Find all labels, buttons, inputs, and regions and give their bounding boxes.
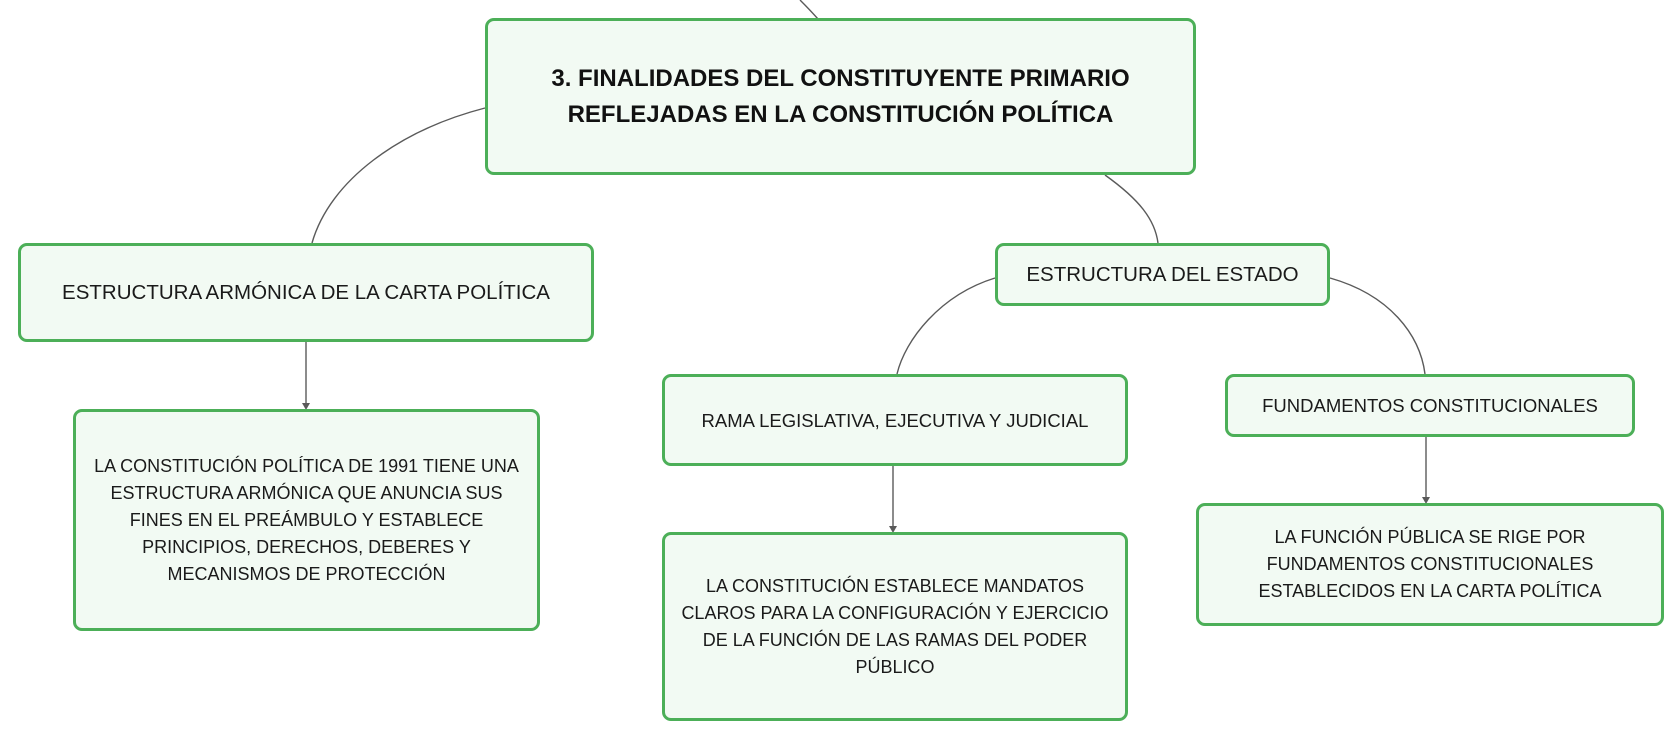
connector-parent-to-root <box>799 0 819 20</box>
topic-estructura-estado[interactable]: ESTRUCTURA DEL ESTADO <box>995 243 1330 306</box>
arrowhead-fundamentos-leaf <box>1422 497 1430 504</box>
arrowhead-ramas-leaf <box>889 526 897 533</box>
topic-estructura-armonica-label: ESTRUCTURA ARMÓNICA DE LA CARTA POLÍTICA <box>62 281 550 304</box>
leaf-constitucion-1991-text: LA CONSTITUCIÓN POLÍTICA DE 1991 TIENE U… <box>94 455 519 584</box>
topic-fundamentos-constitucionales[interactable]: FUNDAMENTOS CONSTITUCIONALES <box>1225 374 1635 437</box>
leaf-mandatos-ramas-text: LA CONSTITUCIÓN ESTABLECE MANDATOS CLARO… <box>681 575 1109 677</box>
root-topic-node[interactable]: 3. FINALIDADES DEL CONSTITUYENTE PRIMARI… <box>485 18 1196 175</box>
connector-estado-to-fundamentos <box>1329 277 1426 375</box>
leaf-mandatos-ramas[interactable]: LA CONSTITUCIÓN ESTABLECE MANDATOS CLARO… <box>662 532 1128 721</box>
topic-estructura-armonica[interactable]: ESTRUCTURA ARMÓNICA DE LA CARTA POLÍTICA <box>18 243 594 342</box>
topic-estructura-estado-label: ESTRUCTURA DEL ESTADO <box>1026 263 1299 286</box>
root-topic-label: 3. FINALIDADES DEL CONSTITUYENTE PRIMARI… <box>551 64 1130 128</box>
topic-ramas-poder-label: RAMA LEGISLATIVA, EJECUTIVA Y JUDICIAL <box>701 409 1089 431</box>
connector-estado-to-ramas <box>896 277 996 375</box>
connector-root-to-estructura-armonica <box>311 107 486 244</box>
connector-root-to-estructura-estado <box>1104 174 1159 244</box>
leaf-funcion-publica[interactable]: LA FUNCIÓN PÚBLICA SE RIGE POR FUNDAMENT… <box>1196 503 1664 626</box>
leaf-constitucion-1991[interactable]: LA CONSTITUCIÓN POLÍTICA DE 1991 TIENE U… <box>73 409 540 631</box>
leaf-funcion-publica-text: LA FUNCIÓN PÚBLICA SE RIGE POR FUNDAMENT… <box>1258 527 1602 601</box>
topic-ramas-poder[interactable]: RAMA LEGISLATIVA, EJECUTIVA Y JUDICIAL <box>662 374 1128 466</box>
arrowhead-estructura-armonica-leaf <box>302 403 310 410</box>
topic-fundamentos-constitucionales-label: FUNDAMENTOS CONSTITUCIONALES <box>1262 395 1598 416</box>
